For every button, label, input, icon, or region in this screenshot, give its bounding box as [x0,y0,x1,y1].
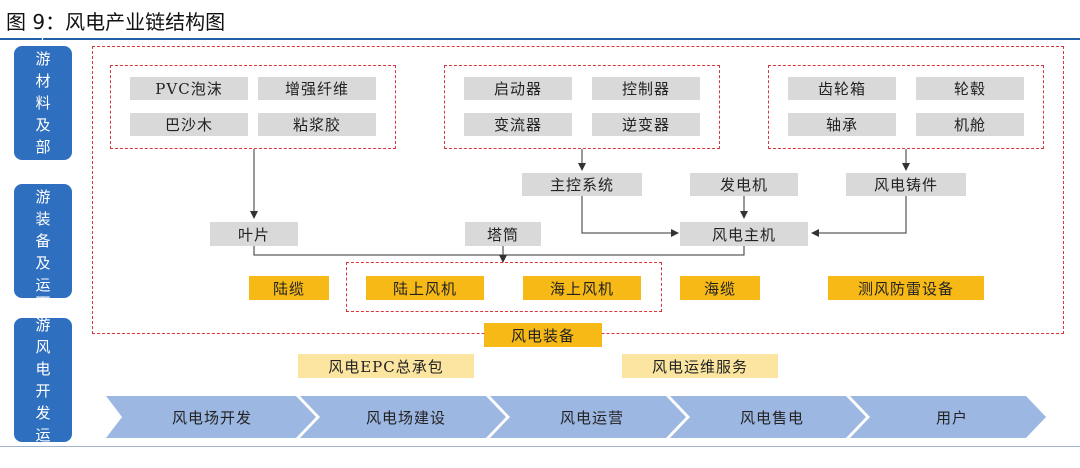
main-control-system: 主控系统 [522,173,642,196]
blade: 叶片 [210,222,298,246]
chevron-stage-4 [670,396,866,438]
material-balsa-wood: 巴沙木 [130,113,248,136]
stage-wind-farm-construction: 风电场建设 [365,408,446,427]
part-hub: 轮毂 [916,77,1024,100]
stage-wind-operation: 风电运营 [559,408,624,427]
part-nacelle: 机舱 [916,113,1024,136]
blade-materials-group [110,65,396,149]
part-bearing: 轴承 [788,113,896,136]
wind-om-service: 风电运维服务 [622,354,778,378]
material-adhesive: 粘浆胶 [258,113,376,136]
part-inverter: 逆变器 [592,113,700,136]
part-converter: 变流器 [464,113,572,136]
land-cable: 陆缆 [249,276,329,300]
arrow-main-control-to-main-unit [581,196,679,237]
part-gearbox: 齿轮箱 [788,77,896,100]
material-reinforced-fiber: 增强纤维 [258,77,376,100]
chevron-stage-5 [850,396,1046,438]
chevron-stage-1 [106,396,316,438]
side-label-midstream: 中游装备及运维 [14,166,72,316]
wind-equipment: 风电装备 [484,323,602,347]
wind-epc-contracting: 风电EPC总承包 [298,354,474,378]
control-parts-group [444,65,720,149]
chevron-stage-2 [300,396,506,438]
part-controller: 控制器 [592,77,700,100]
onshore-turbine: 陆上风机 [366,276,484,300]
stage-wind-farm-development: 风电场开发 [171,408,252,427]
side-label-downstream: 下游风电开发运营 [14,294,72,466]
offshore-turbine: 海上风机 [523,276,641,300]
connector-lines [250,149,910,263]
wind-main-unit: 风电主机 [680,222,808,246]
side-label-midstream-text: 中游装备及运维 [35,166,51,316]
stage-user: 用户 [935,408,968,427]
title-divider [0,38,1080,40]
stage-wind-power-sales: 风电售电 [739,408,804,427]
submarine-cable: 海缆 [680,276,760,300]
generator: 发电机 [690,173,798,196]
bottom-divider [0,446,1080,447]
arrow-castings-to-main-unit [811,196,907,237]
wind-castings: 风电铸件 [846,173,966,196]
side-label-upstream-text: 上游材料及部件 [35,28,51,178]
material-pvc-foam: PVC泡沫 [130,77,248,100]
side-label-upstream: 上游材料及部件 [14,28,72,178]
tower: 塔筒 [465,222,541,246]
part-starter: 启动器 [464,77,572,100]
process-chevrons [106,396,1046,438]
figure-title: 图 9：风电产业链结构图 [6,10,226,34]
wind-lightning-equipment: 测风防雷设备 [828,276,984,300]
chevron-stage-3 [490,396,686,438]
mechanical-parts-group [768,65,1044,149]
